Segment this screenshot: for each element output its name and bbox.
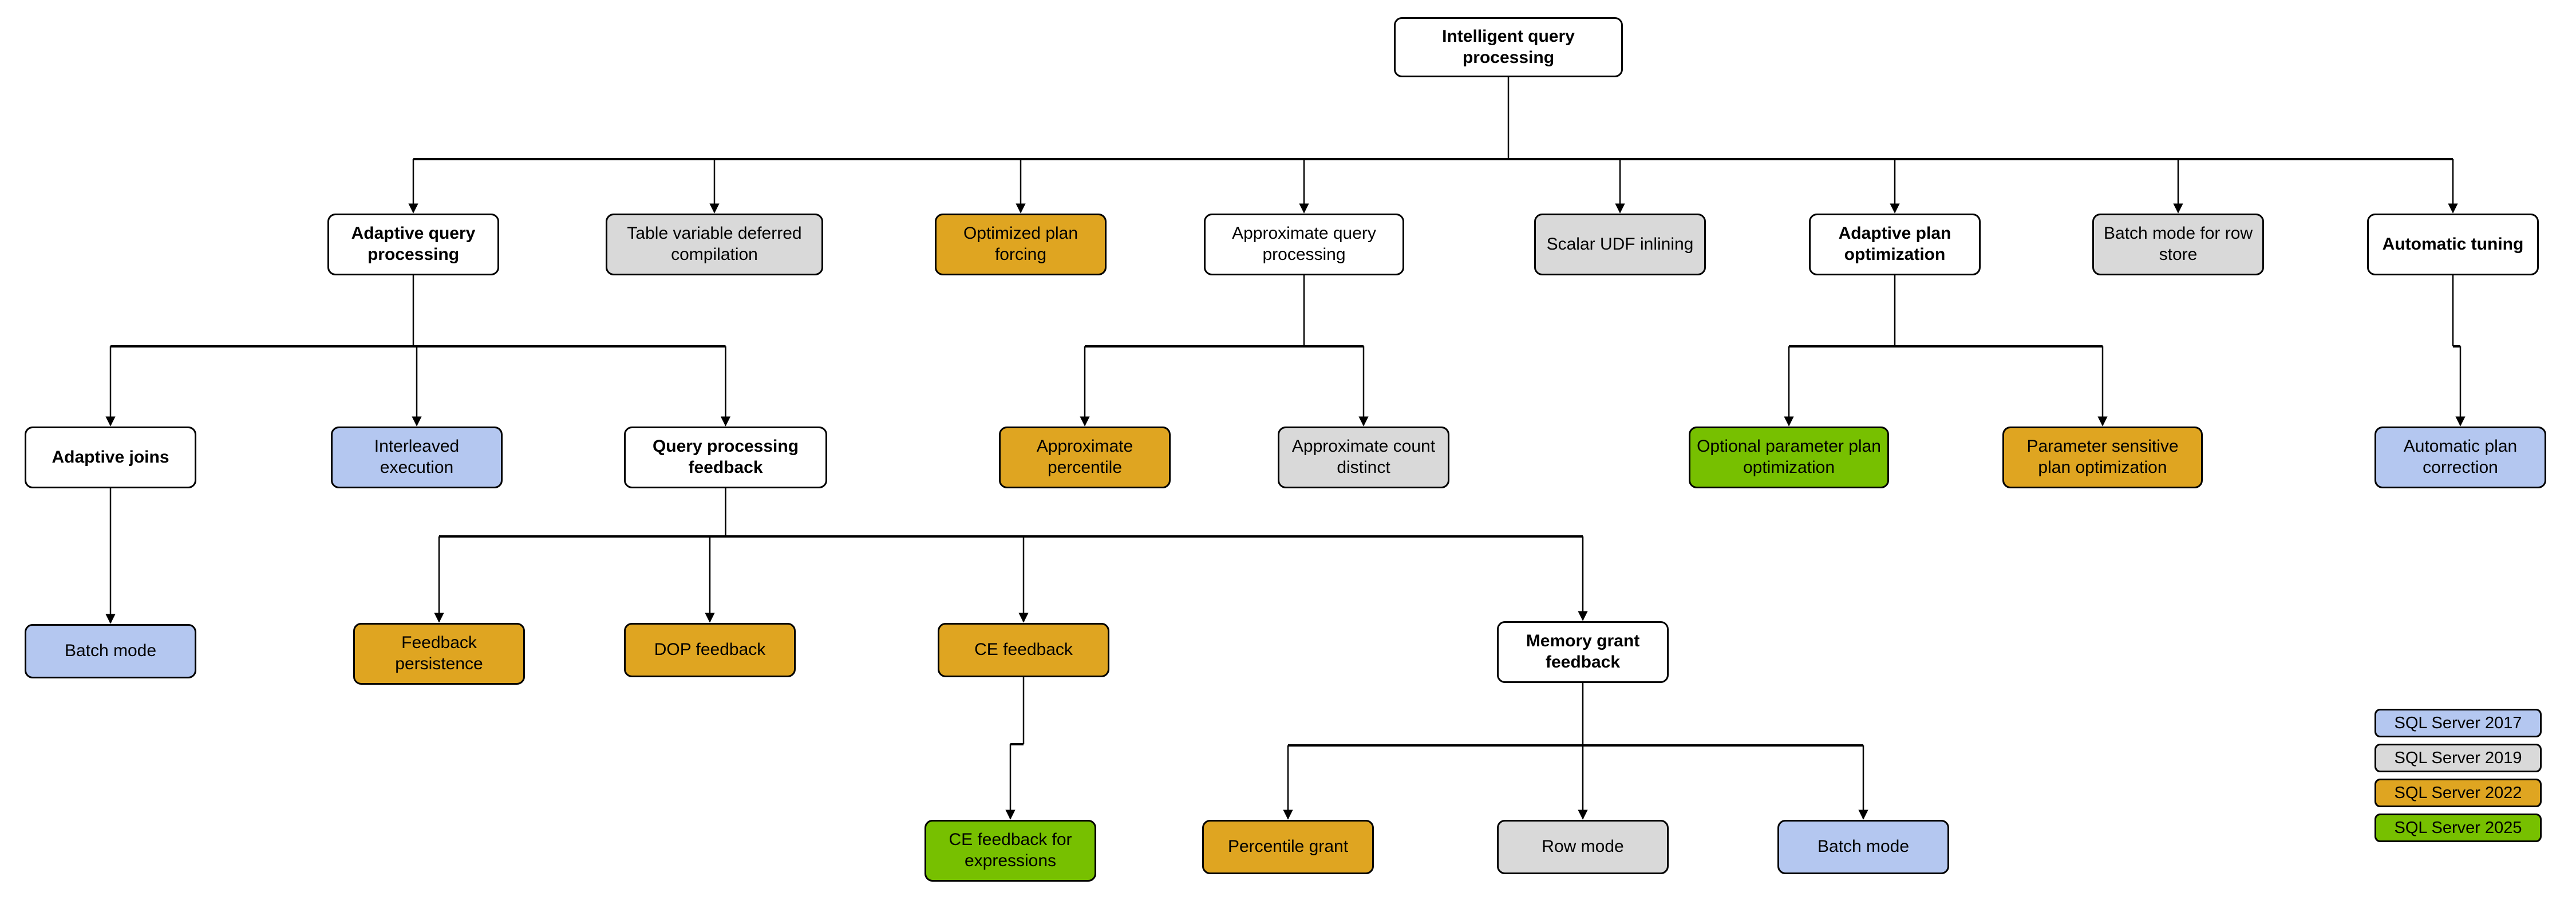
node-label: Scalar UDF inlining [1546, 234, 1694, 254]
node-mgfb[interactable]: Memory grant feedback [1497, 621, 1669, 683]
node-root[interactable]: Intelligent query processing [1394, 17, 1623, 77]
legend-label: SQL Server 2025 [2394, 818, 2522, 837]
node-label: DOP feedback [654, 640, 766, 660]
node-tvdc[interactable]: Table variable deferred compilation [606, 214, 823, 275]
node-sudf[interactable]: Scalar UDF inlining [1534, 214, 1706, 275]
node-label: Adaptive plan optimization [1838, 224, 1951, 264]
node-label: Batch mode [64, 641, 157, 661]
node-label: Row mode [1542, 837, 1624, 856]
legend-label: SQL Server 2022 [2394, 783, 2522, 802]
node-label: Query processing feedback [652, 437, 799, 477]
node-label: Interleaved execution [374, 437, 460, 477]
node-batchmode2[interactable]: Batch mode [1777, 820, 1949, 874]
legend-item-sql-server-2025: SQL Server 2025 [2374, 814, 2542, 842]
node-label: Optimized plan forcing [963, 224, 1078, 264]
node-label: Approximate query processing [1232, 224, 1376, 264]
legend-item-sql-server-2022: SQL Server 2022 [2374, 779, 2542, 807]
node-dopfb[interactable]: DOP feedback [624, 623, 796, 677]
node-interleaved[interactable]: Interleaved execution [331, 427, 503, 488]
node-label: Memory grant feedback [1526, 631, 1640, 672]
node-pctgrant[interactable]: Percentile grant [1202, 820, 1374, 874]
node-label: Approximate percentile [1036, 437, 1133, 477]
node-label: Feedback persistence [395, 633, 483, 673]
node-label: Parameter sensitive plan optimization [2026, 437, 2179, 477]
node-label: Automatic plan correction [2403, 437, 2518, 477]
node-cefbexpr[interactable]: CE feedback for expressions [924, 820, 1096, 882]
node-batchmode1[interactable]: Batch mode [25, 624, 196, 678]
node-label: Approximate count distinct [1291, 437, 1436, 477]
node-label: Percentile grant [1227, 837, 1349, 856]
node-ajoins[interactable]: Adaptive joins [25, 427, 196, 488]
node-label: CE feedback for expressions [949, 830, 1072, 870]
node-opf[interactable]: Optimized plan forcing [935, 214, 1107, 275]
node-pspo[interactable]: Parameter sensitive plan optimization [2002, 427, 2203, 488]
node-aqp[interactable]: Adaptive query processing [327, 214, 499, 275]
legend-label: SQL Server 2017 [2394, 713, 2522, 732]
node-label: Batch mode for row store [2103, 224, 2253, 264]
node-label: Automatic tuning [2382, 234, 2524, 254]
node-approxqp[interactable]: Approximate query processing [1204, 214, 1404, 275]
node-approxcd[interactable]: Approximate count distinct [1278, 427, 1449, 488]
node-fbpersist[interactable]: Feedback persistence [353, 623, 525, 685]
legend-item-sql-server-2017: SQL Server 2017 [2374, 709, 2542, 737]
node-rowmode[interactable]: Row mode [1497, 820, 1669, 874]
node-label: CE feedback [974, 640, 1073, 660]
node-approxpct[interactable]: Approximate percentile [999, 427, 1171, 488]
node-label: Intelligent query processing [1442, 26, 1575, 67]
node-apc[interactable]: Automatic plan correction [2374, 427, 2546, 488]
node-apo[interactable]: Adaptive plan optimization [1809, 214, 1981, 275]
node-qpf[interactable]: Query processing feedback [624, 427, 827, 488]
node-bmrs[interactable]: Batch mode for row store [2092, 214, 2264, 275]
node-label: Adaptive joins [52, 447, 169, 467]
node-oppo[interactable]: Optional parameter plan optimization [1689, 427, 1889, 488]
node-label: Table variable deferred compilation [627, 224, 802, 264]
legend-label: SQL Server 2019 [2394, 748, 2522, 767]
node-label: Adaptive query processing [351, 224, 476, 264]
node-label: Batch mode [1817, 837, 1910, 856]
node-label: Optional parameter plan optimization [1697, 437, 1881, 477]
node-autotune[interactable]: Automatic tuning [2367, 214, 2539, 275]
node-cefb[interactable]: CE feedback [938, 623, 1109, 677]
legend-item-sql-server-2019: SQL Server 2019 [2374, 744, 2542, 772]
